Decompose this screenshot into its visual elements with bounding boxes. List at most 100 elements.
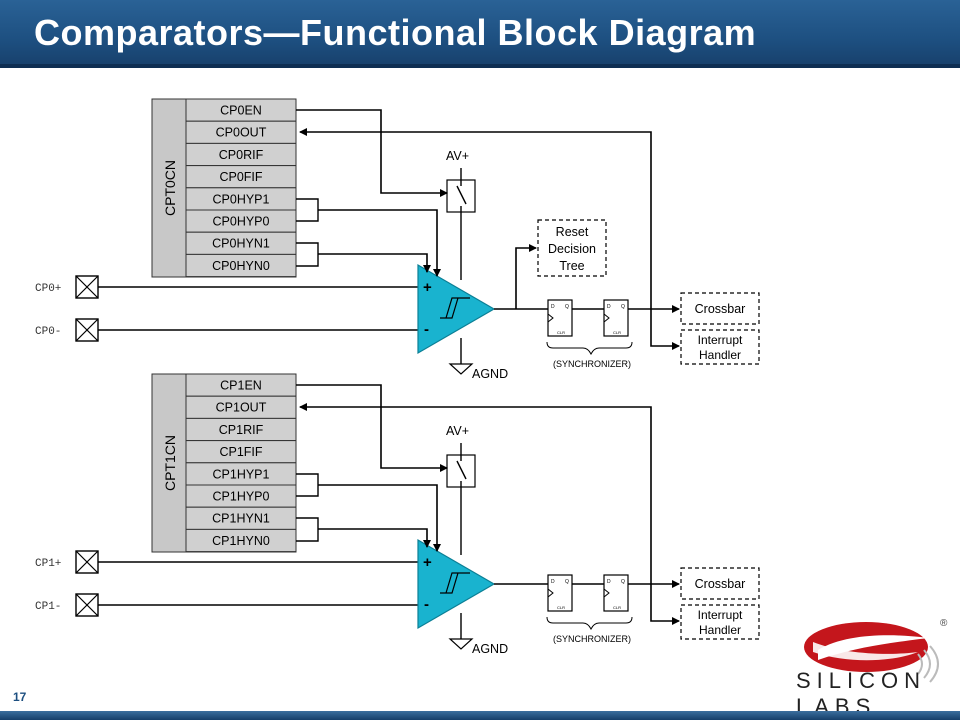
page-title: Comparators—Functional Block Diagram	[34, 12, 757, 53]
crossbar-box	[680, 292, 760, 325]
register-name: CPT1CN	[162, 435, 178, 491]
hyp-wire	[318, 484, 441, 552]
pin-minus-label: CP0-	[35, 326, 61, 338]
ff-clr-label: CLR	[613, 330, 621, 335]
slide-number: 17	[13, 690, 27, 704]
flip-flop-2	[603, 574, 629, 612]
register-bit-label: CP0RIF	[219, 148, 264, 162]
ff-q-label: Q	[565, 579, 569, 585]
register-name-cell	[151, 98, 187, 278]
register-bit-label: CP1OUT	[216, 401, 267, 415]
ff-clock-icon	[603, 313, 610, 323]
ff-d-label: D	[551, 304, 555, 310]
ff-clock-icon	[547, 313, 554, 323]
ff-q-label: Q	[621, 579, 625, 585]
ground-icon	[448, 363, 474, 375]
registered-mark: ®	[940, 618, 948, 629]
hysteresis-icon	[440, 572, 470, 594]
crossbar-box	[680, 567, 760, 600]
pin-plus-pad-x	[75, 550, 99, 574]
crossbar-label: Crossbar	[695, 577, 746, 591]
register-bit-label: CP1HYP1	[213, 467, 270, 481]
register-name: CPT0CN	[162, 160, 178, 216]
pin-minus-pad-x	[75, 593, 99, 617]
register-bit-label: CP0HYN1	[212, 237, 270, 251]
ff-clr-label: CLR	[557, 605, 565, 610]
ff-clr-label: CLR	[613, 605, 621, 610]
register-bit-label: CP1HYP0	[213, 490, 270, 504]
enable-wire	[296, 384, 448, 472]
synchronizer-label: (SYNCHRONIZER)	[553, 359, 631, 369]
plus-sign: +	[423, 279, 432, 296]
register-bit-label: CP0FIF	[219, 170, 262, 184]
flip-flop-2	[603, 299, 629, 337]
hyp-wire	[318, 209, 441, 277]
supply-label: AV+	[446, 424, 469, 438]
hyp-bracket	[296, 473, 319, 497]
hyn-bracket	[296, 517, 319, 542]
pin-minus-label: CP1-	[35, 601, 61, 613]
register-bit-label: CP0HYP0	[213, 215, 270, 229]
hyn-wire	[318, 528, 431, 548]
minus-sign: -	[424, 596, 429, 613]
ff-d-label: D	[607, 579, 611, 585]
reset-label: Decision	[548, 242, 596, 256]
register-bit-label: CP0HYN0	[212, 259, 270, 273]
reset-wire	[515, 244, 537, 309]
switch-blade	[456, 185, 467, 205]
speaker-icon	[917, 645, 939, 683]
synchronizer-brace	[546, 341, 633, 356]
comparator-1-block: CPT1CNCP1ENCP1OUTCP1RIFCP1FIFCP1HYP1CP1H…	[35, 373, 760, 656]
pin-plus-pad-x	[75, 275, 99, 299]
supply-label: AV+	[446, 149, 469, 163]
register-bit-label: CP0HYP1	[213, 192, 270, 206]
minus-sign: -	[424, 321, 429, 338]
interrupt-label: Interrupt	[698, 608, 743, 622]
reset-label: Reset	[556, 225, 589, 239]
interrupt-box	[680, 604, 760, 640]
hyn-wire	[318, 253, 431, 273]
silicon-labs-logo: ®	[788, 612, 958, 707]
register-bit-label: CP1HYN0	[212, 534, 270, 548]
register-bit-label: CP0EN	[220, 104, 262, 118]
ground-icon	[448, 638, 474, 650]
interrupt-label: Handler	[699, 623, 741, 637]
flip-flop-1	[547, 299, 573, 337]
crossbar-label: Crossbar	[695, 302, 746, 316]
register-bit-label: CP1HYN1	[212, 512, 270, 526]
output-feedback-wire	[299, 128, 652, 309]
synchronizer-label: (SYNCHRONIZER)	[553, 634, 631, 644]
ff-clock-icon	[547, 588, 554, 598]
interrupt-label: Handler	[699, 348, 741, 362]
ff-d-label: D	[551, 579, 555, 585]
interrupt-label: Interrupt	[698, 333, 743, 347]
ground-label: AGND	[472, 367, 508, 381]
ff-clr-label: CLR	[557, 330, 565, 335]
register-bit-label: CP1RIF	[219, 423, 264, 437]
flip-flop-1	[547, 574, 573, 612]
ff-d-label: D	[607, 304, 611, 310]
reset-label: Tree	[559, 259, 584, 273]
comparator-0-block: CPT0CN CP0EN CP0OUT CP0RIF CP0FIF CP0HYP1CP0H…	[35, 98, 760, 381]
ff-q-label: Q	[565, 304, 569, 310]
switch-blade	[456, 460, 467, 480]
register-name-cell	[151, 373, 187, 553]
hysteresis-icon	[440, 297, 470, 319]
enable-wire	[296, 109, 448, 197]
ff-q-label: Q	[621, 304, 625, 310]
register-bit-label: CP0OUT	[216, 126, 267, 140]
pin-plus-label: CP1+	[35, 558, 61, 570]
ff-clock-icon	[603, 588, 610, 598]
bottom-bar	[0, 711, 960, 720]
comparator-triangle	[417, 538, 496, 630]
pin-minus-pad-x	[75, 318, 99, 342]
synchronizer-brace	[546, 616, 633, 631]
register-bit-label: CP1EN	[220, 379, 262, 393]
interrupt-wire	[650, 584, 680, 625]
reset-decision-box	[537, 219, 607, 277]
interrupt-wire	[650, 309, 680, 350]
plus-sign: +	[423, 554, 432, 571]
pin-plus-label: CP0+	[35, 283, 61, 295]
title-bar: Comparators—Functional Block Diagram	[0, 0, 960, 68]
